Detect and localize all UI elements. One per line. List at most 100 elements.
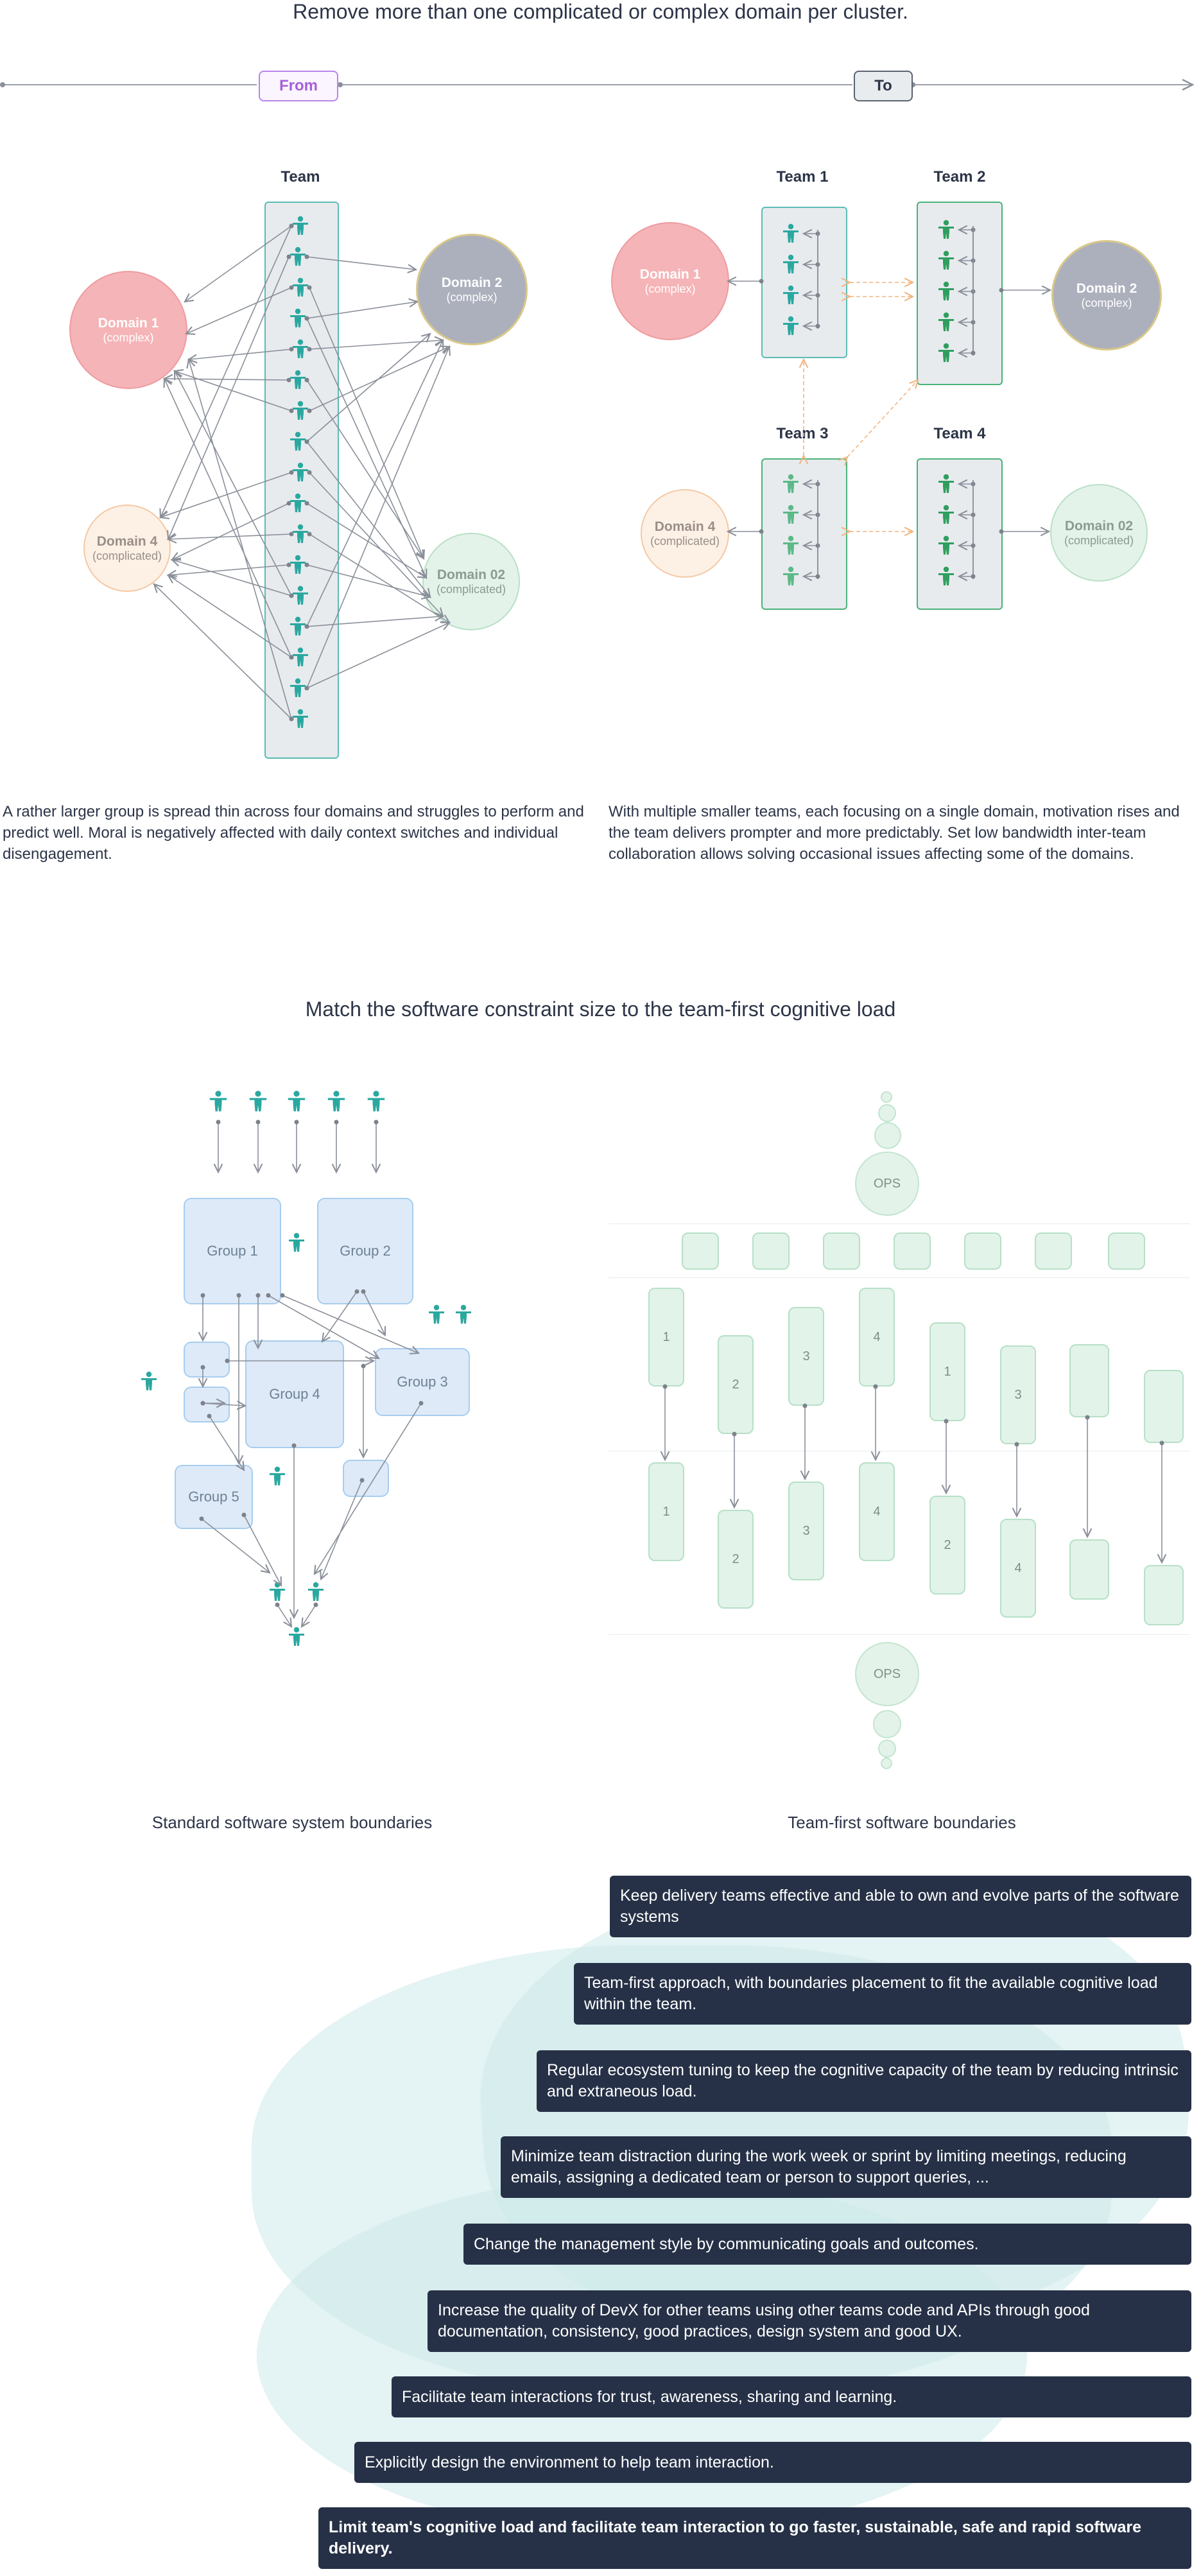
person-head [295, 616, 301, 623]
team-first-boundaries-caption: Team-first software boundaries [788, 1813, 1016, 1832]
connector-arrow [172, 560, 292, 596]
connector-arrow [309, 340, 443, 350]
person-body [290, 377, 306, 389]
connector-dot [280, 1293, 285, 1298]
person-head [788, 566, 794, 573]
person-body [938, 257, 954, 270]
connector-dot [255, 1119, 261, 1125]
principle-6: Increase the quality of DevX for other t… [428, 2290, 1191, 2352]
person-body [293, 284, 308, 297]
person-icon [783, 505, 799, 524]
ops-top-bubble-2 [878, 1104, 896, 1122]
person-head [297, 524, 304, 530]
connector-dot [225, 1358, 230, 1363]
domain-name: Domain 1 [639, 266, 701, 282]
platform-box [1108, 1232, 1145, 1270]
person-body [456, 1311, 471, 1324]
connector-dot [199, 1516, 204, 1521]
person-icon [367, 1091, 385, 1112]
connector-dot [419, 1401, 424, 1406]
ops-bottom: OPS [855, 1642, 919, 1706]
person-icon [938, 220, 954, 239]
right-domain-02: Domain 02 (complicated) [1050, 484, 1148, 582]
person-head [295, 431, 301, 438]
principle-4: Minimize team distraction during the wor… [501, 2136, 1191, 2198]
connector-dot [304, 316, 309, 321]
connector-dot [304, 501, 309, 506]
person-head [295, 370, 301, 376]
person-icon [938, 312, 954, 331]
person-body [429, 1311, 444, 1324]
person-icon [290, 555, 306, 574]
person-icon [209, 1091, 227, 1112]
person-head [313, 1582, 319, 1588]
person-body [938, 573, 954, 585]
person-body [293, 346, 308, 358]
connector-dot [313, 1602, 318, 1607]
person-head [297, 462, 304, 469]
lane-divider-1 [609, 1223, 1190, 1224]
connector-dot [1159, 1440, 1164, 1446]
connector-dot [304, 439, 309, 444]
person-head [373, 1091, 379, 1097]
connector-dot [289, 470, 294, 475]
connector-arrow [209, 1415, 244, 1470]
person-head [943, 474, 949, 480]
upper-box-8 [1144, 1370, 1184, 1443]
person-body [270, 1589, 285, 1601]
connector-dot [304, 562, 309, 567]
person-body [289, 1240, 304, 1252]
connector-dot [304, 377, 309, 383]
platform-box [964, 1232, 1001, 1270]
domain-name: Domain 2 [1076, 281, 1137, 296]
person-head [295, 246, 301, 253]
person-head [333, 1091, 340, 1097]
upper-box-5: 1 [929, 1322, 965, 1421]
team-2-label: Team 2 [933, 168, 986, 186]
domain-name: Domain 02 [436, 567, 506, 582]
left-domain-4: Domain 4 (complicated) [83, 505, 171, 592]
person-body [938, 227, 954, 239]
team-4-label: Team 4 [933, 425, 986, 442]
connector-arrow [168, 575, 292, 658]
person-body [293, 469, 308, 481]
person-icon [783, 285, 799, 304]
connector-dot [289, 223, 294, 229]
person-body [290, 500, 306, 512]
person-head [297, 339, 304, 345]
person-icon [938, 474, 954, 493]
connector-arrow [268, 1295, 379, 1358]
person-icon [288, 1091, 306, 1112]
person-body [783, 512, 799, 524]
person-body [293, 654, 308, 666]
connector-arrow [168, 564, 289, 575]
connector-arrow [189, 349, 292, 359]
person-icon [290, 616, 306, 635]
person-icon [293, 647, 308, 666]
person-head [788, 285, 794, 291]
domain-type: (complex) [644, 282, 696, 295]
person-head [295, 678, 301, 684]
person-head [297, 216, 304, 222]
connector-dot [999, 529, 1004, 534]
team-1-label: Team 1 [776, 168, 829, 186]
connector-dot [662, 1384, 668, 1389]
person-body [249, 1098, 267, 1112]
person-head [293, 1627, 300, 1633]
person-icon [456, 1304, 471, 1324]
person-icon [327, 1091, 345, 1112]
connector-arrow [277, 1604, 291, 1627]
connector-dot [236, 1293, 241, 1298]
person-body [270, 1473, 285, 1485]
person-head [295, 493, 301, 499]
domain-type: (complicated) [436, 582, 506, 596]
person-icon [293, 401, 308, 420]
connector-dot [289, 532, 294, 537]
person-body [290, 685, 306, 697]
connector-dot [374, 1119, 379, 1125]
right-domain-1: Domain 1 (complex) [611, 222, 729, 340]
person-head [297, 709, 304, 715]
person-icon [293, 216, 308, 235]
person-head [943, 343, 949, 349]
left-domain-2: Domain 2 (complex) [416, 234, 528, 345]
